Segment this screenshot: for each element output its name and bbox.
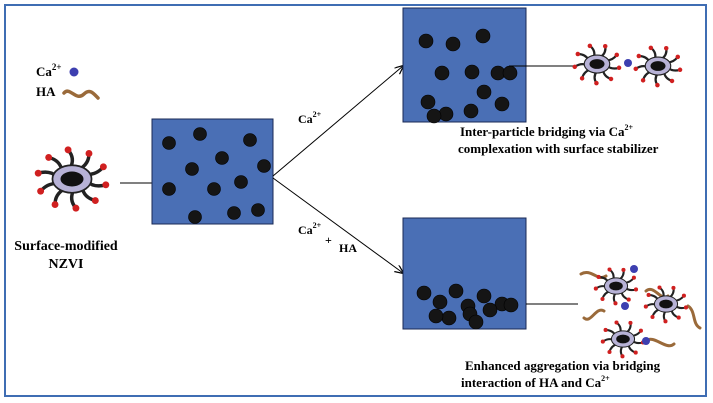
humic-acid-chain [686, 304, 702, 330]
nzvi-particle [227, 206, 241, 220]
humic-acid-chain [582, 308, 606, 321]
diagram-canvas: Ca2+ HA Surface-modified NZVI Ca2+ Ca2+ … [14, 7, 702, 390]
nzvi-particle [434, 65, 450, 81]
nzvi-particle [416, 285, 432, 301]
arrow-to-aggregation [272, 177, 403, 273]
nzvi-particle [185, 162, 199, 176]
nzvi-particle [257, 159, 271, 173]
calcium-ion-icon [69, 67, 79, 77]
nzvi-label-line1: Surface-modified [14, 239, 118, 254]
nzvi-particle [418, 33, 434, 49]
nzvi-particle [438, 106, 454, 122]
arrow-lower-ha: HA [339, 241, 357, 255]
caption-top-line2: complexation with surface stabilizer [458, 141, 659, 156]
nzvi-particle [503, 297, 519, 313]
aggregated-particles [416, 283, 519, 330]
nzvi-label-line2: NZVI [48, 257, 83, 272]
nzvi-particle [193, 127, 207, 141]
dispersed-particles [162, 127, 271, 224]
bridged-nzvi-pair-icon [572, 43, 683, 88]
nzvi-particle [441, 310, 457, 326]
arrow-lower-plus: + [325, 233, 332, 247]
nzvi-particle [215, 151, 229, 165]
calcium-ion [642, 337, 650, 345]
caption-bottom-line2: interaction of HA and Ca2+ [461, 374, 610, 390]
arrow-upper-label: Ca2+ [298, 110, 322, 126]
nzvi-particle [445, 36, 461, 52]
nzvi-particle [428, 308, 444, 324]
legend-ha-label: HA [36, 84, 56, 99]
nzvi-particle [494, 96, 510, 112]
nzvi-core-icon [643, 285, 689, 324]
nzvi-core-icon [572, 43, 622, 86]
calcium-ion [621, 302, 629, 310]
nzvi-particle [468, 314, 484, 330]
nzvi-particle [162, 182, 176, 196]
arrow-to-bridging [272, 66, 403, 177]
legend: Ca2+ HA [36, 62, 100, 100]
humic-acid-chain [644, 337, 676, 348]
humic-acid-chain [579, 271, 608, 279]
nzvi-particle [420, 94, 436, 110]
nzvi-particle [502, 65, 518, 81]
nzvi-particle [476, 288, 492, 304]
aggregated-nzvi-cluster-icon [579, 265, 702, 359]
nzvi-particle [234, 175, 248, 189]
nzvi-core-icon [593, 267, 639, 306]
calcium-ion [630, 265, 638, 273]
nzvi-particle [426, 108, 442, 124]
caption-bottom-line1: Enhanced aggregation via bridging [465, 358, 661, 373]
calcium-ion [624, 59, 632, 67]
legend-ca-label: Ca2+ [36, 62, 62, 79]
nzvi-core-icon [600, 320, 646, 359]
nzvi-particle [432, 294, 448, 310]
nzvi-particle [464, 64, 480, 80]
nzvi-particle [482, 302, 498, 318]
nzvi-particle-icon [34, 146, 110, 212]
nzvi-particle [463, 103, 479, 119]
nzvi-particle [243, 133, 257, 147]
figure-frame: Ca2+ HA Surface-modified NZVI Ca2+ Ca2+ … [4, 4, 707, 397]
arrow-lower-label: Ca2+ [298, 221, 322, 237]
nzvi-core-icon [34, 146, 110, 212]
nzvi-core-icon [633, 45, 683, 88]
caption-top-line1: Inter-particle bridging via Ca2+ [460, 123, 634, 139]
nzvi-particle [207, 182, 221, 196]
nzvi-particle [162, 136, 176, 150]
humic-acid-icon [62, 89, 100, 100]
nzvi-particle [476, 84, 492, 100]
bridged-particles [418, 28, 518, 124]
nzvi-particle [448, 283, 464, 299]
nzvi-particle [251, 203, 265, 217]
nzvi-particle [188, 210, 202, 224]
nzvi-particle [475, 28, 491, 44]
